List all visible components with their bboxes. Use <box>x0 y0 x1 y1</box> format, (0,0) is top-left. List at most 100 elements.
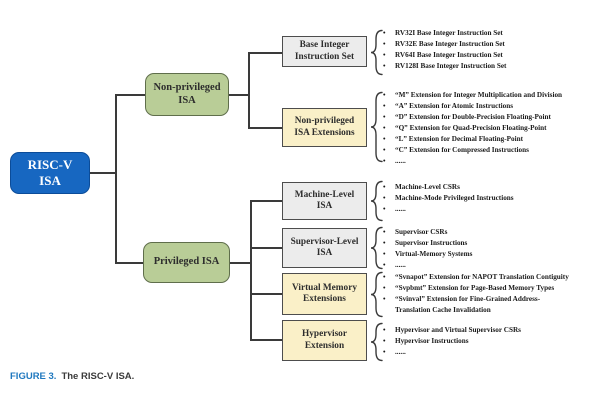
list-item-text: Hypervisor and Virtual Supervisor CSRs <box>395 326 521 334</box>
list-item: RV32I Base Integer Instruction Set <box>381 28 596 39</box>
list-item: Supervisor Instructions <box>381 238 596 249</box>
node-label-line: Supervisor-Level <box>290 236 359 247</box>
node-label-line: Extensions <box>303 294 346 304</box>
node-label-line: Hypervisor <box>302 329 347 340</box>
node-label-line: Machine-Level <box>294 189 355 200</box>
bullet-icon <box>381 272 395 283</box>
item-list-hypervisor: Hypervisor and Virtual Supervisor CSRs H… <box>381 325 596 358</box>
bullet-icon <box>381 260 395 271</box>
node-label-line: ISA <box>316 248 333 258</box>
bullet-icon <box>381 325 395 336</box>
node-label-line: ISA <box>39 173 61 188</box>
node-label-line: ISA <box>316 201 333 211</box>
bullet-icon <box>381 227 395 238</box>
list-item-text: “Svnapot” Extension for NAPOT Translatio… <box>395 273 569 281</box>
node-label-line: ISA Extensions <box>294 127 355 138</box>
curly-brace <box>370 322 383 362</box>
connector-line <box>115 94 117 263</box>
connector-line <box>230 262 250 264</box>
list-item: Machine-Mode Privileged Instructions <box>381 193 596 204</box>
bullet-icon <box>381 134 395 145</box>
node-label-line: Privileged ISA <box>153 256 220 268</box>
list-item-text: ...... <box>395 348 406 356</box>
list-item-text: “Svinval” Extension for Fine-Grained Add… <box>395 295 541 314</box>
node-label-line: RISC-V <box>27 157 73 173</box>
node-hypervisor: Hypervisor Extension <box>282 320 367 361</box>
connector-line <box>248 52 250 128</box>
figure-caption-label: FIGURE 3. <box>10 371 57 382</box>
curly-brace <box>370 226 383 270</box>
node-supervisor-level: Supervisor-Level ISA <box>282 228 367 268</box>
figure-caption-text: The RISC-V ISA. <box>61 371 135 382</box>
list-item-text: RV64I Base Integer Instruction Set <box>395 51 503 59</box>
node-label-line: Base Integer <box>299 40 350 51</box>
item-list-base-integer: RV32I Base Integer Instruction Set RV32E… <box>381 28 596 72</box>
connector-line <box>90 172 115 174</box>
list-item: Hypervisor Instructions <box>381 336 596 347</box>
list-item-text: “Q” Extension for Quad-Precision Floatin… <box>395 124 547 132</box>
list-item: “Svnapot” Extension for NAPOT Translatio… <box>381 272 596 283</box>
node-label-line: Non-privileged <box>153 81 221 93</box>
list-item-text: RV32I Base Integer Instruction Set <box>395 29 503 37</box>
list-item: RV32E Base Integer Instruction Set <box>381 39 596 50</box>
list-item-text: Virtual-Memory Systems <box>395 250 473 258</box>
bullet-icon <box>381 249 395 260</box>
curly-brace <box>370 180 383 222</box>
list-item: “Svinval” Extension for Fine-Grained Add… <box>381 294 596 316</box>
list-item: “D” Extension for Double-Precision Float… <box>381 112 596 123</box>
curly-brace <box>370 91 383 163</box>
bullet-icon <box>381 145 395 156</box>
node-machine-level: Machine-Level ISA <box>282 182 367 220</box>
node-base-integer: Base Integer Instruction Set <box>282 36 367 67</box>
bullet-icon <box>381 112 395 123</box>
node-risc-v-isa: RISC-V ISA <box>10 152 90 194</box>
node-virtual-memory: Virtual Memory Extensions <box>282 273 367 315</box>
list-item-text: “L” Extension for Decimal Floating-Point <box>395 135 524 143</box>
list-item-text: ...... <box>395 157 406 165</box>
list-item: RV64I Base Integer Instruction Set <box>381 50 596 61</box>
bullet-icon <box>381 39 395 50</box>
list-item: ...... <box>381 347 596 358</box>
list-item: “Q” Extension for Quad-Precision Floatin… <box>381 123 596 134</box>
list-item: Hypervisor and Virtual Supervisor CSRs <box>381 325 596 336</box>
bullet-icon <box>381 347 395 358</box>
list-item: Virtual-Memory Systems <box>381 249 596 260</box>
bullet-icon <box>381 182 395 193</box>
list-item: ...... <box>381 204 596 215</box>
list-item-text: “C” Extension for Compressed Instruction… <box>395 146 529 154</box>
list-item: “M” Extension for Integer Multiplication… <box>381 90 596 101</box>
list-item: ...... <box>381 260 596 271</box>
list-item-text: Machine-Level CSRs <box>395 183 460 191</box>
list-item: “A” Extension for Atomic Instructions <box>381 101 596 112</box>
list-item: “Svpbmt” Extension for Page-Based Memory… <box>381 283 596 294</box>
connector-line <box>250 200 252 340</box>
list-item-text: “A” Extension for Atomic Instructions <box>395 102 514 110</box>
list-item: “L” Extension for Decimal Floating-Point <box>381 134 596 145</box>
connector-line <box>228 94 248 96</box>
list-item-text: RV32E Base Integer Instruction Set <box>395 40 505 48</box>
list-item-text: ...... <box>395 205 406 213</box>
list-item-text: Machine-Mode Privileged Instructions <box>395 194 514 202</box>
bullet-icon <box>381 101 395 112</box>
bullet-icon <box>381 90 395 101</box>
bullet-icon <box>381 50 395 61</box>
item-list-np-extensions: “M” Extension for Integer Multiplication… <box>381 90 596 167</box>
bullet-icon <box>381 156 395 167</box>
item-list-machine: Machine-Level CSRs Machine-Mode Privileg… <box>381 182 596 215</box>
item-list-virtual-memory: “Svnapot” Extension for NAPOT Translatio… <box>381 272 596 316</box>
figure-caption: FIGURE 3. The RISC-V ISA. <box>10 371 134 382</box>
bullet-icon <box>381 283 395 294</box>
node-label-line: Extension <box>304 340 345 351</box>
list-item-text: Supervisor Instructions <box>395 239 468 247</box>
connector-line <box>250 247 282 249</box>
connector-line <box>250 339 282 341</box>
list-item-text: Supervisor CSRs <box>395 228 448 236</box>
bullet-icon <box>381 123 395 134</box>
connector-line <box>250 293 282 295</box>
connector-line <box>248 52 282 54</box>
node-label-line: Instruction Set <box>294 51 355 62</box>
connector-line <box>115 262 143 264</box>
list-item: “C” Extension for Compressed Instruction… <box>381 145 596 156</box>
list-item: ...... <box>381 156 596 167</box>
